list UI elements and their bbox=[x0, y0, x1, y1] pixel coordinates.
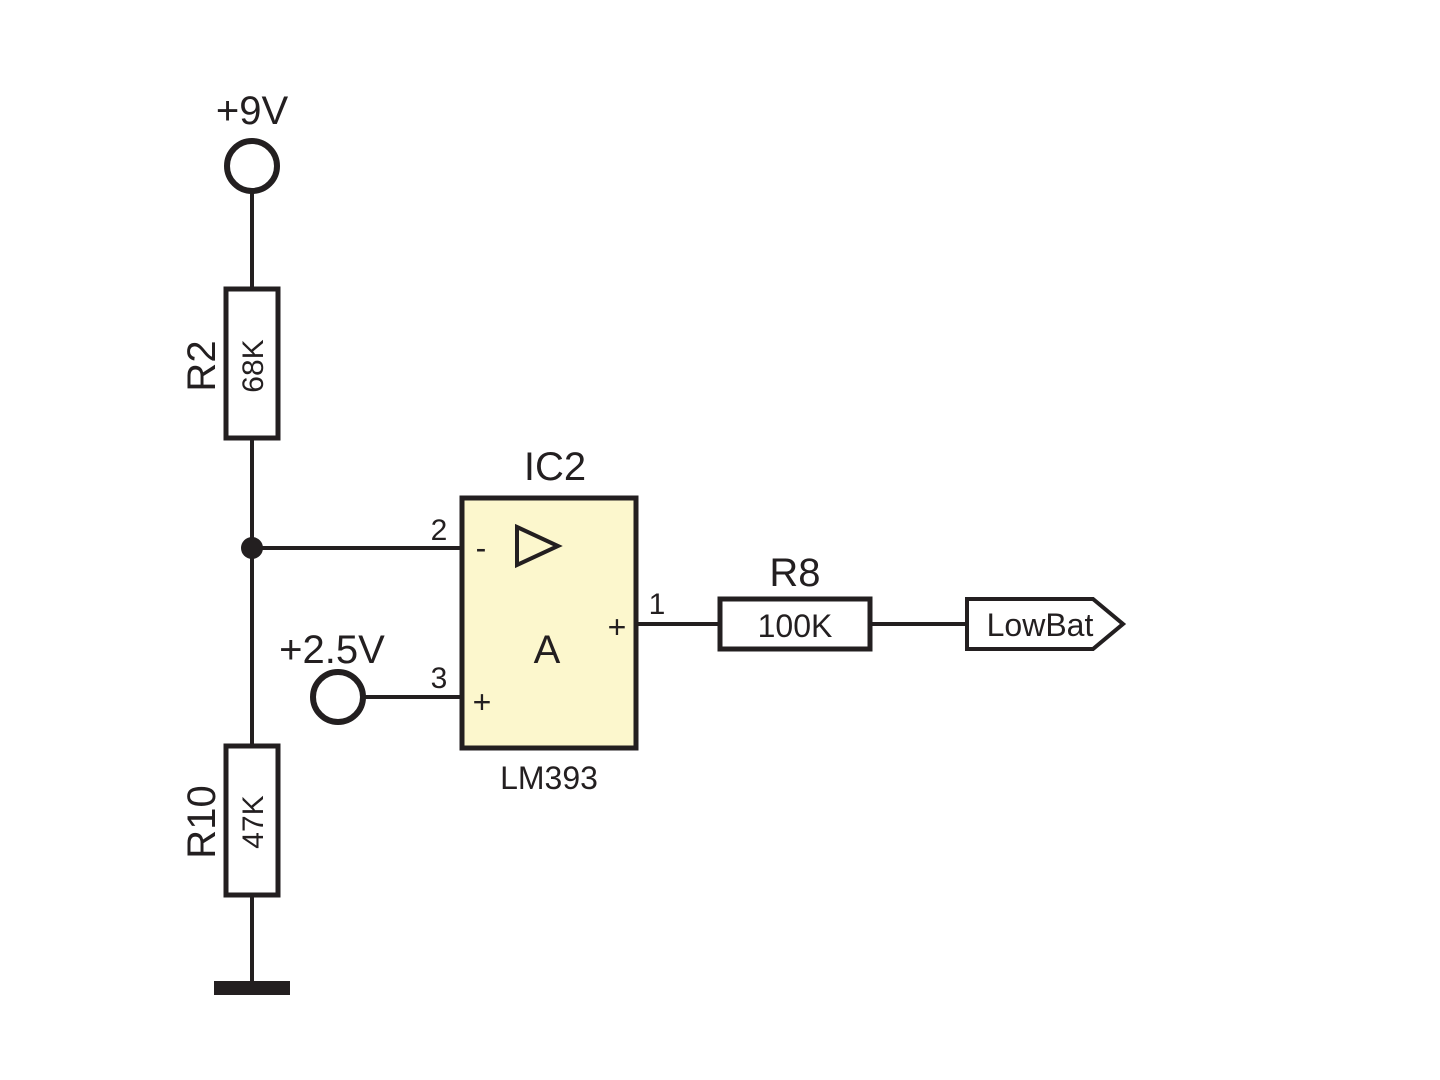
ic2-minus-sign: - bbox=[476, 530, 487, 566]
comparator-triangle-icon bbox=[515, 523, 563, 569]
ic2-ref: IC2 bbox=[524, 445, 586, 489]
ic2-output-sign: + bbox=[608, 609, 627, 645]
r8-value: 100K bbox=[758, 608, 833, 644]
r10-value: 47K bbox=[237, 795, 270, 848]
pin3-number: 3 bbox=[431, 662, 448, 695]
r10-resistor bbox=[223, 743, 281, 898]
pin2-number: 2 bbox=[431, 514, 448, 547]
ic2-part: LM393 bbox=[500, 760, 598, 796]
ground-symbol bbox=[214, 981, 290, 995]
lowbat-label: LowBat bbox=[987, 607, 1094, 643]
reference-label: +2.5V bbox=[279, 628, 385, 672]
supply-terminal bbox=[224, 138, 280, 194]
lowbat-net-flag bbox=[965, 597, 1127, 651]
r10-ref: R10 bbox=[180, 785, 224, 858]
ic2-plus-sign: + bbox=[473, 684, 492, 720]
supply-label: +9V bbox=[216, 89, 289, 133]
r2-value: 68K bbox=[237, 339, 270, 392]
pin1-number: 1 bbox=[649, 588, 666, 621]
ic2-unit: A bbox=[534, 628, 561, 672]
r2-resistor bbox=[223, 286, 281, 441]
reference-terminal bbox=[310, 669, 366, 725]
r8-ref: R8 bbox=[769, 551, 820, 595]
r2-ref: R2 bbox=[180, 340, 224, 391]
